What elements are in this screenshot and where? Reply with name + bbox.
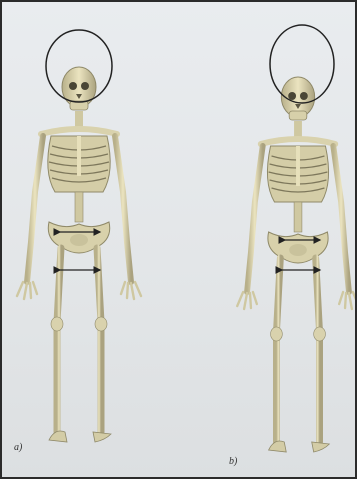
image-border — [0, 0, 357, 479]
figure-page: a) b) — [0, 0, 357, 479]
